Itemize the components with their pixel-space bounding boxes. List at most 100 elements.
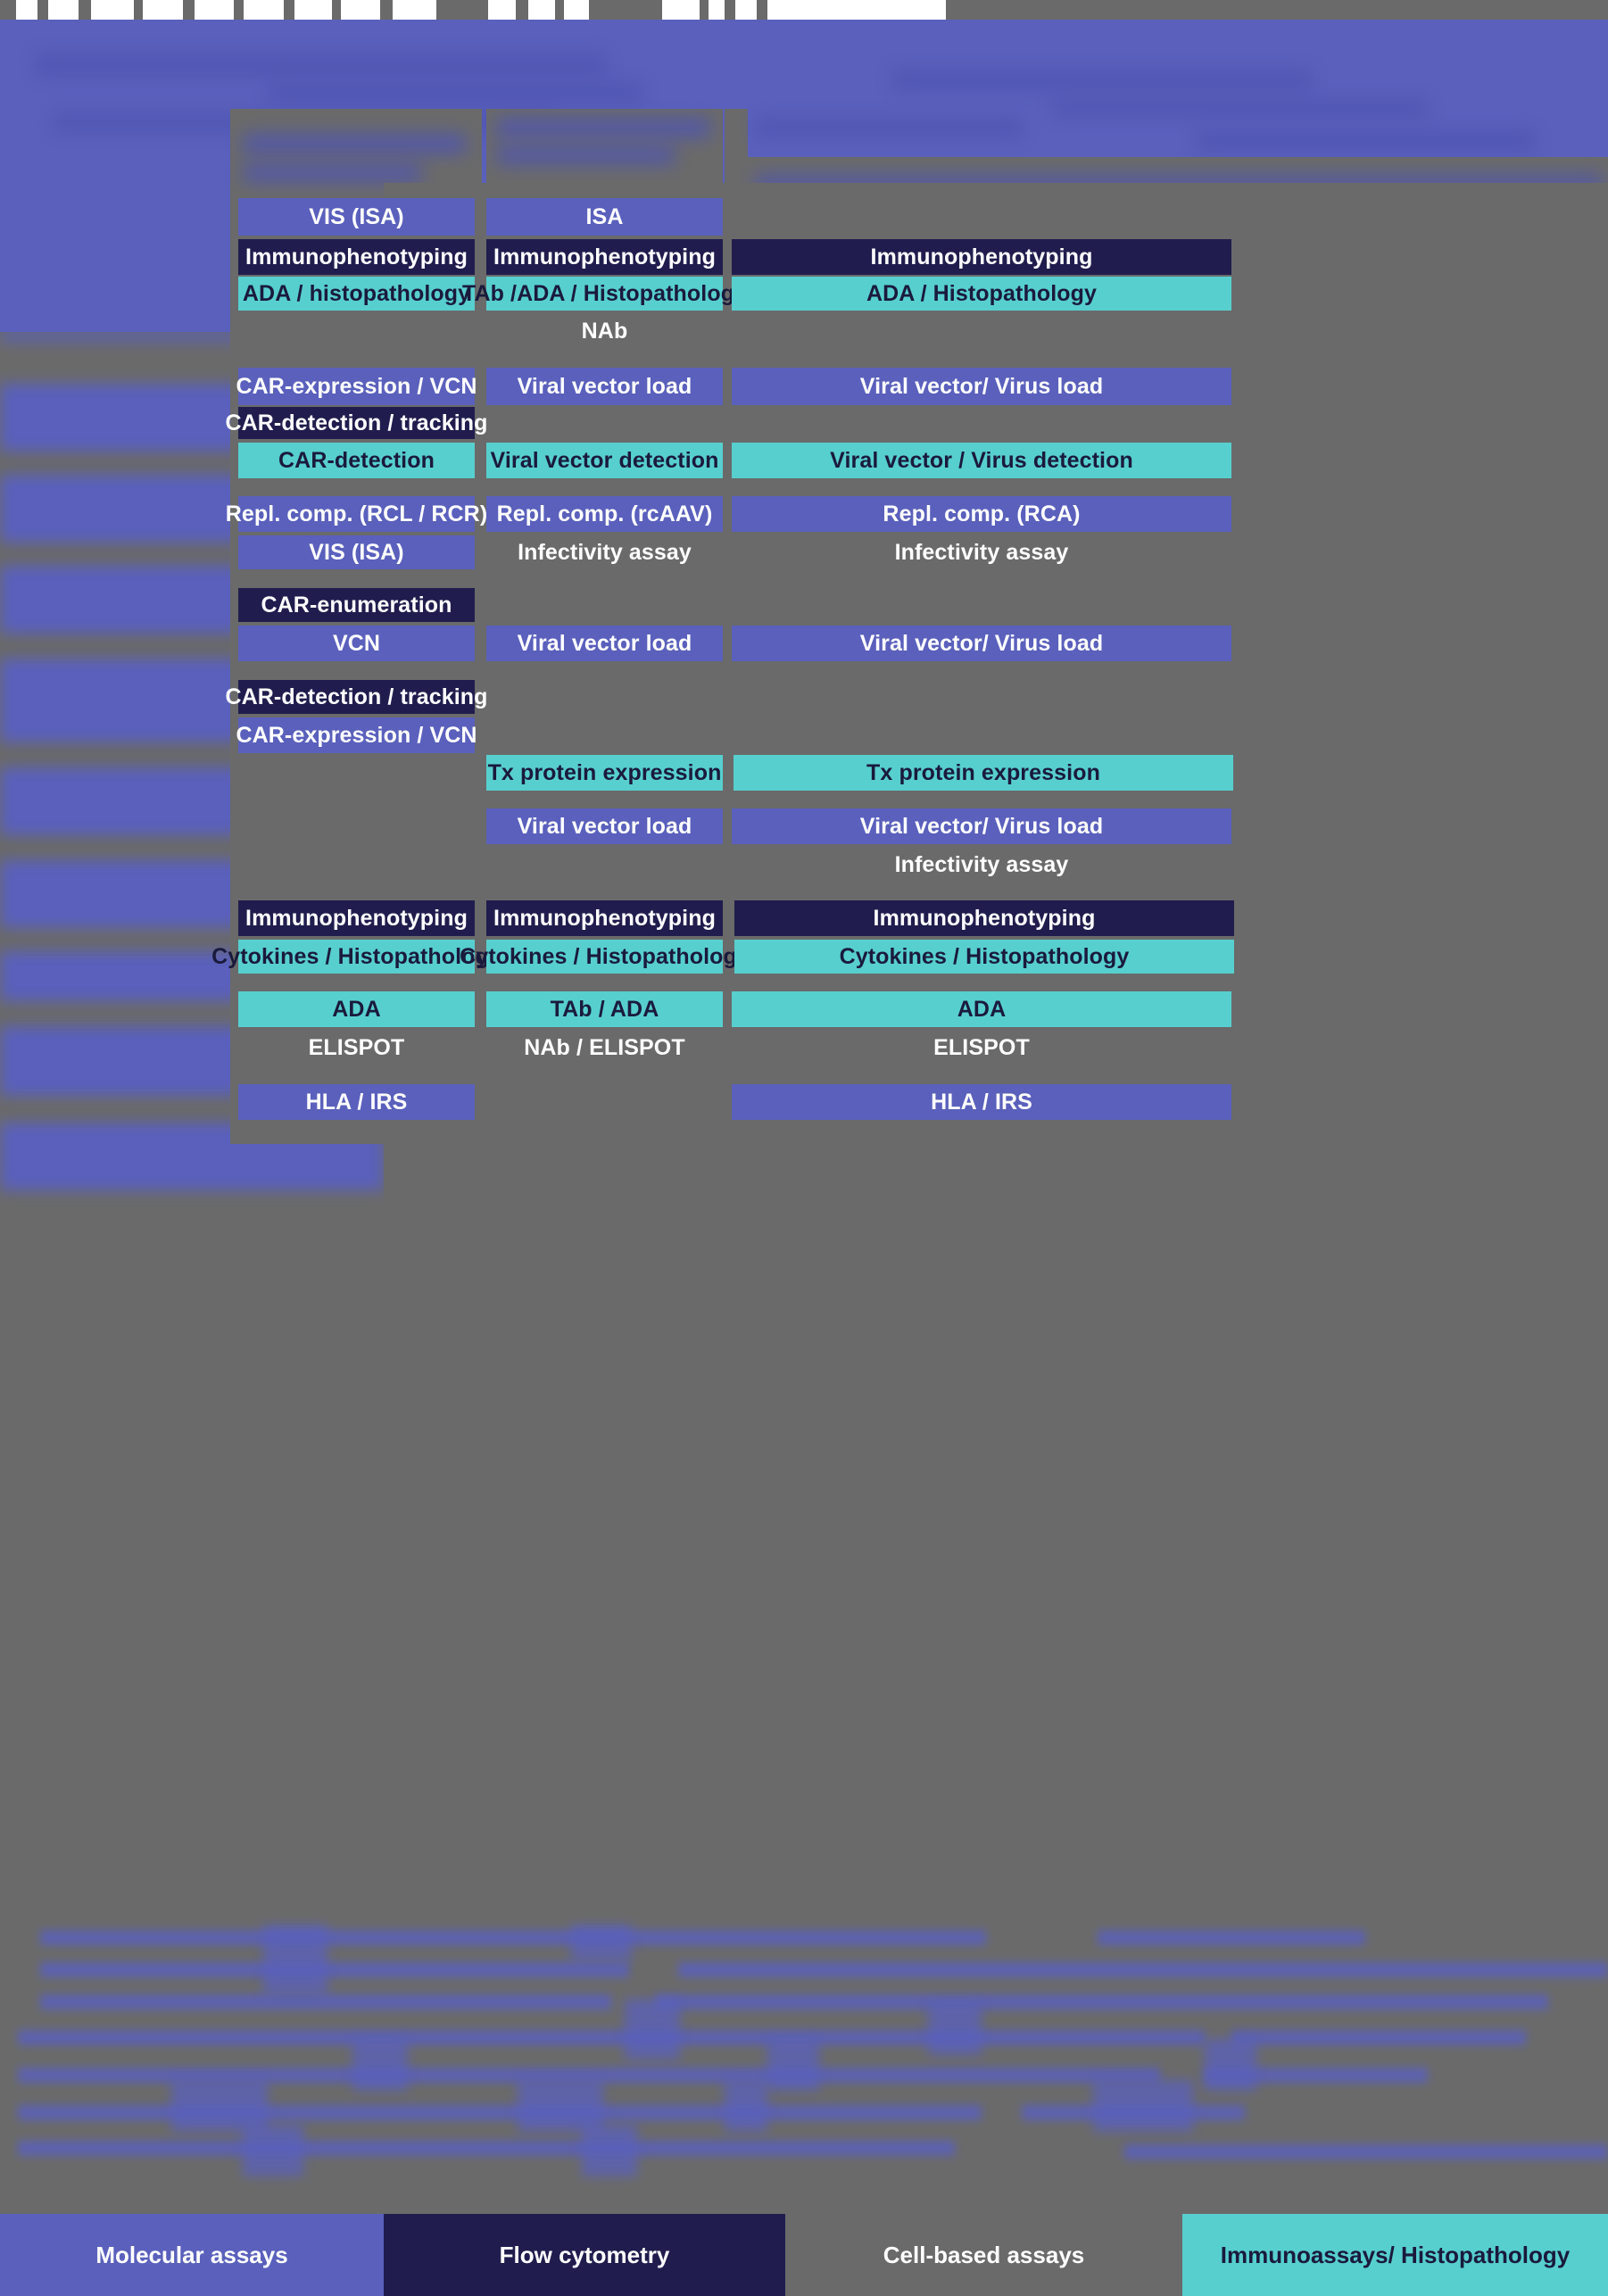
- legend-label: Cell-based assays: [883, 2241, 1085, 2268]
- top-strip-notch: [380, 0, 393, 20]
- top-strip-notch: [134, 0, 143, 20]
- chip-vis-isa[interactable]: VIS (ISA): [238, 198, 475, 236]
- chip-immunophenotyping[interactable]: Immunophenotyping: [486, 900, 723, 936]
- blurred-caption-word: [352, 2039, 408, 2091]
- blurred-row-label: [0, 332, 384, 341]
- legend-label: Molecular assays: [95, 2241, 288, 2268]
- chip-viral-vector-virus-detection[interactable]: Viral vector / Virus detection: [732, 443, 1231, 478]
- legend-item-molecular-assays[interactable]: Molecular assays: [0, 2214, 384, 2296]
- chip-nab-elispot[interactable]: NAb / ELISPOT: [524, 1034, 685, 1060]
- chip-repl-comp-rcl-rcr[interactable]: Repl. comp. (RCL / RCR): [226, 496, 487, 532]
- chip-cytokines-histopathology[interactable]: Cytokines / Histopathology: [211, 940, 501, 974]
- blurred-header-text: [1053, 98, 1428, 118]
- chip-tab-ada[interactable]: TAb / ADA: [486, 991, 723, 1027]
- chip-hla-irs[interactable]: HLA / IRS: [238, 1084, 475, 1120]
- blurred-caption-word: [243, 2125, 303, 2176]
- chip-vcn[interactable]: VCN: [238, 626, 475, 661]
- chip-viral-vector-load[interactable]: Viral vector load: [486, 808, 723, 844]
- chip-nab[interactable]: NAb: [581, 318, 628, 344]
- blurred-caption-line: [656, 1994, 1548, 2010]
- legend-item-flow-cytometry[interactable]: Flow cytometry: [384, 2214, 785, 2296]
- chip-immunophenotyping[interactable]: Immunophenotyping: [238, 900, 475, 936]
- chip-ada[interactable]: ADA: [238, 991, 475, 1027]
- blurred-caption-line: [18, 2068, 1160, 2083]
- chip-ada-histopathology[interactable]: ADA / histopathology: [238, 277, 475, 311]
- chip-car-expression-vcn[interactable]: CAR-expression / VCN: [236, 368, 477, 405]
- blurred-caption-line: [40, 1930, 986, 1945]
- blurred-caption-word: [725, 2080, 767, 2132]
- column-body-frame-1: [230, 207, 482, 1144]
- chip-ada[interactable]: ADA: [732, 991, 1231, 1027]
- blurred-column-label: [243, 164, 421, 182]
- blurred-column-label: [755, 118, 1023, 137]
- chip-viral-vector-virus-load[interactable]: Viral vector/ Virus load: [732, 808, 1231, 844]
- blurred-caption-line: [18, 2141, 955, 2156]
- chip-tab-ada-histopathology[interactable]: TAb /ADA / Histopathology: [462, 277, 747, 311]
- chip-tx-protein-expression[interactable]: Tx protein expression: [486, 755, 723, 791]
- chip-vis-isa[interactable]: VIS (ISA): [238, 535, 475, 569]
- legend-label: Flow cytometry: [499, 2241, 670, 2268]
- blurred-header-text: [36, 54, 607, 77]
- chip-car-enumeration[interactable]: CAR-enumeration: [238, 588, 475, 622]
- chip-infectivity-assay[interactable]: Infectivity assay: [894, 539, 1069, 565]
- chip-car-expression-vcn[interactable]: CAR-expression / VCN: [236, 717, 477, 753]
- blurred-caption-line: [1205, 2068, 1428, 2083]
- top-strip-notch: [183, 0, 195, 20]
- legend-item-immunoassays-histopathology[interactable]: Immunoassays/ Histopathology: [1182, 2214, 1608, 2296]
- chip-viral-vector-load[interactable]: Viral vector load: [486, 368, 723, 405]
- blurred-caption-line: [1231, 2030, 1526, 2045]
- chip-immunophenotyping[interactable]: Immunophenotyping: [238, 239, 475, 275]
- blurred-caption-word: [582, 2125, 637, 2176]
- blurred-caption-word: [767, 2039, 819, 2091]
- chip-immunophenotyping[interactable]: Immunophenotyping: [732, 239, 1231, 275]
- chip-car-detection-tracking[interactable]: CAR-detection / tracking: [225, 407, 487, 439]
- chip-elispot[interactable]: ELISPOT: [308, 1034, 405, 1060]
- chip-repl-comp-rca[interactable]: Repl. comp. (RCA): [732, 496, 1231, 532]
- blurred-caption-word: [625, 1999, 680, 2060]
- chip-cytokines-histopathology[interactable]: Cytokines / Histopathology: [460, 940, 750, 974]
- chip-immunophenotyping[interactable]: Immunophenotyping: [734, 900, 1234, 936]
- chip-viral-vector-virus-load[interactable]: Viral vector/ Virus load: [732, 626, 1231, 661]
- chip-infectivity-assay[interactable]: Infectivity assay: [518, 539, 692, 565]
- top-strip-notch: [555, 0, 564, 20]
- chip-viral-vector-virus-load[interactable]: Viral vector/ Virus load: [732, 368, 1231, 405]
- chip-hla-irs[interactable]: HLA / IRS: [732, 1084, 1231, 1120]
- blurred-caption-word: [1205, 2039, 1256, 2091]
- top-strip-notch: [332, 0, 341, 20]
- legend-item-cell-based-assays[interactable]: Cell-based assays: [785, 2214, 1182, 2296]
- top-strip-notch: [436, 0, 488, 20]
- legend-label: Immunoassays/ Histopathology: [1220, 2241, 1571, 2268]
- top-strip-notch: [0, 0, 16, 20]
- blurred-caption-line: [1124, 2144, 1608, 2159]
- chip-ada-histopathology[interactable]: ADA / Histopathology: [732, 277, 1231, 311]
- chip-tx-protein-expression[interactable]: Tx protein expression: [734, 755, 1233, 791]
- top-strip-notch: [757, 0, 767, 20]
- top-strip-notch: [234, 0, 244, 20]
- blurred-header-text: [1196, 130, 1535, 152]
- chip-viral-vector-load[interactable]: Viral vector load: [486, 626, 723, 661]
- chip-viral-vector-detection[interactable]: Viral vector detection: [486, 443, 723, 478]
- chip-car-detection[interactable]: CAR-detection: [238, 443, 475, 478]
- blurred-caption-word: [1093, 2080, 1193, 2132]
- top-strip-notch: [946, 0, 1608, 20]
- legend-bar: Molecular assays Flow cytometry Cell-bas…: [0, 2214, 1608, 2296]
- blurred-caption-line: [18, 2105, 982, 2120]
- chip-car-detection-tracking[interactable]: CAR-detection / tracking: [225, 680, 487, 714]
- figure-caption-blurred: [0, 1905, 1608, 2214]
- blurred-caption-word: [263, 1925, 327, 1994]
- blurred-caption-line: [40, 1994, 611, 2010]
- top-strip-notch: [700, 0, 709, 20]
- chip-elispot[interactable]: ELISPOT: [933, 1034, 1030, 1060]
- chip-cytokines-histopathology[interactable]: Cytokines / Histopathology: [734, 940, 1234, 974]
- top-strip-notch: [589, 0, 662, 20]
- blurred-column-label: [243, 134, 466, 153]
- blurred-caption-word: [171, 2080, 268, 2132]
- blurred-header-text: [268, 82, 642, 104]
- chip-infectivity-assay[interactable]: Infectivity assay: [894, 851, 1069, 877]
- chip-repl-comp-rcaav[interactable]: Repl. comp. (rcAAV): [486, 496, 723, 532]
- top-strip-notch: [37, 0, 48, 20]
- blurred-caption-line: [18, 2030, 1205, 2045]
- chip-isa[interactable]: ISA: [486, 198, 723, 236]
- chip-immunophenotyping[interactable]: Immunophenotyping: [486, 239, 723, 275]
